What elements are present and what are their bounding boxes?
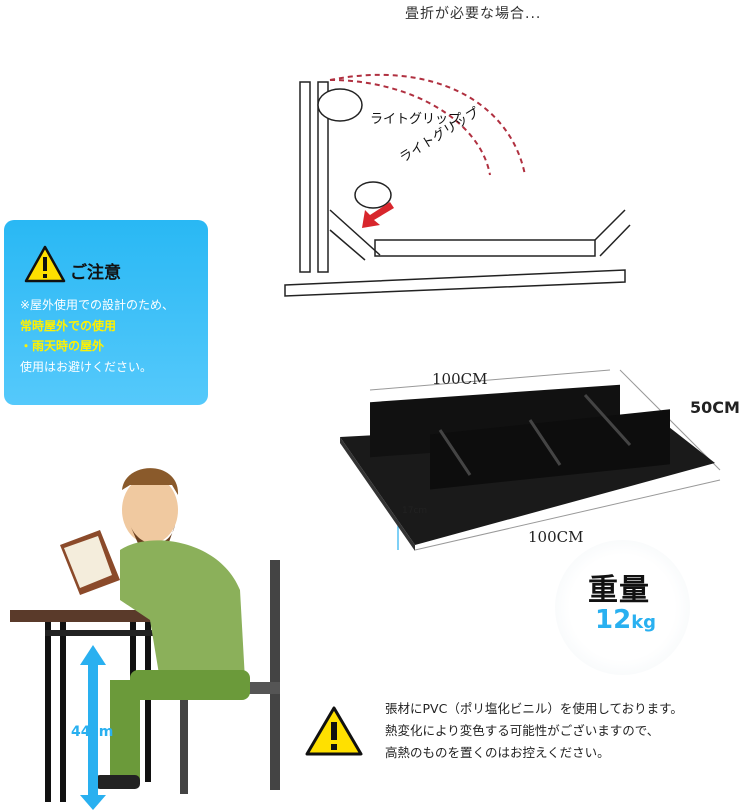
dimension-thickness: 17cm [402,506,428,516]
reading-person-illustration [10,468,280,810]
note-line-1: 張材にPVC（ポリ塩化ビニル）を使用しております。 [385,701,683,716]
weight-unit: kg [631,612,657,633]
caution-line-3: ・雨天時の屋外 [20,339,105,353]
caution-panel [4,220,208,405]
note-line-3: 高熱のものを置くのはお控えください。 [385,745,610,760]
caution-line-1: ※屋外使用での設計のため、 [20,298,175,312]
warning-icon [24,245,66,283]
note-warning-icon [305,706,363,756]
note-line-2: 熱変化により変色する可能性がございますので、 [385,723,660,738]
height-label: 44cm [71,724,114,740]
caution-line-2: 常時屋外での使用 [20,319,117,333]
dimension-depth: 50CM [690,398,740,417]
grip-label-upper: ライトグリップ [370,112,462,127]
folded-table-image [340,369,721,551]
caution-line-4: 使用はお避けください。 [20,360,153,374]
fold-section-title: 畳折が必要な場合... [405,6,542,22]
weight-value-wrap: 12kg [595,605,656,635]
caution-title: ご注意 [70,263,121,283]
weight-badge [555,540,690,675]
weight-value: 12 [595,605,632,635]
folding-diagram [284,73,631,297]
dimension-top-length: 100CM [432,370,488,388]
weight-label: 重量 [588,573,650,608]
dimension-bottom-length: 100CM [528,528,584,546]
